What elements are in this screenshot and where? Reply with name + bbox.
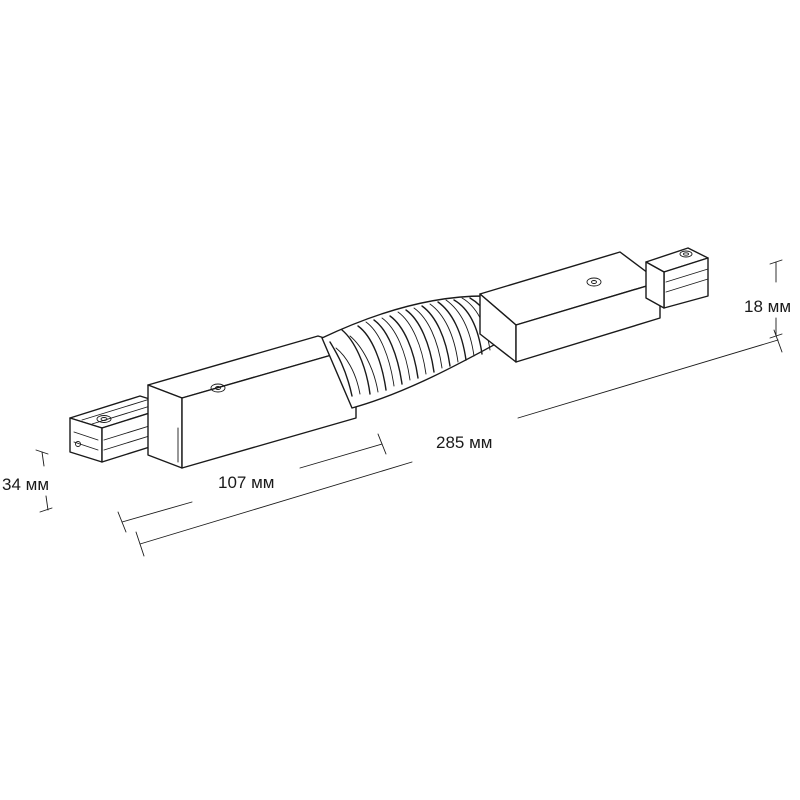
height-label: 18 мм bbox=[744, 297, 791, 316]
left-body-block bbox=[147, 335, 357, 469]
left-insert-hole-icon bbox=[96, 415, 112, 423]
left-body-screw-icon bbox=[210, 383, 226, 393]
total-length-label: 285 мм bbox=[436, 433, 492, 452]
dimension-width: 34 мм bbox=[2, 449, 53, 513]
right-body-screw-icon bbox=[586, 277, 602, 287]
dimension-height: 18 мм bbox=[744, 259, 791, 339]
width-label: 34 мм bbox=[2, 475, 49, 494]
right-rail-insert bbox=[645, 247, 709, 309]
right-insert-hole-icon bbox=[679, 250, 693, 258]
body-length-label: 107 мм bbox=[218, 473, 274, 492]
right-body-block bbox=[479, 251, 661, 363]
dimension-total-length: 285 мм bbox=[135, 329, 783, 557]
dimension-body-length: 107 мм bbox=[117, 433, 387, 533]
flexible-bellows bbox=[321, 295, 515, 409]
